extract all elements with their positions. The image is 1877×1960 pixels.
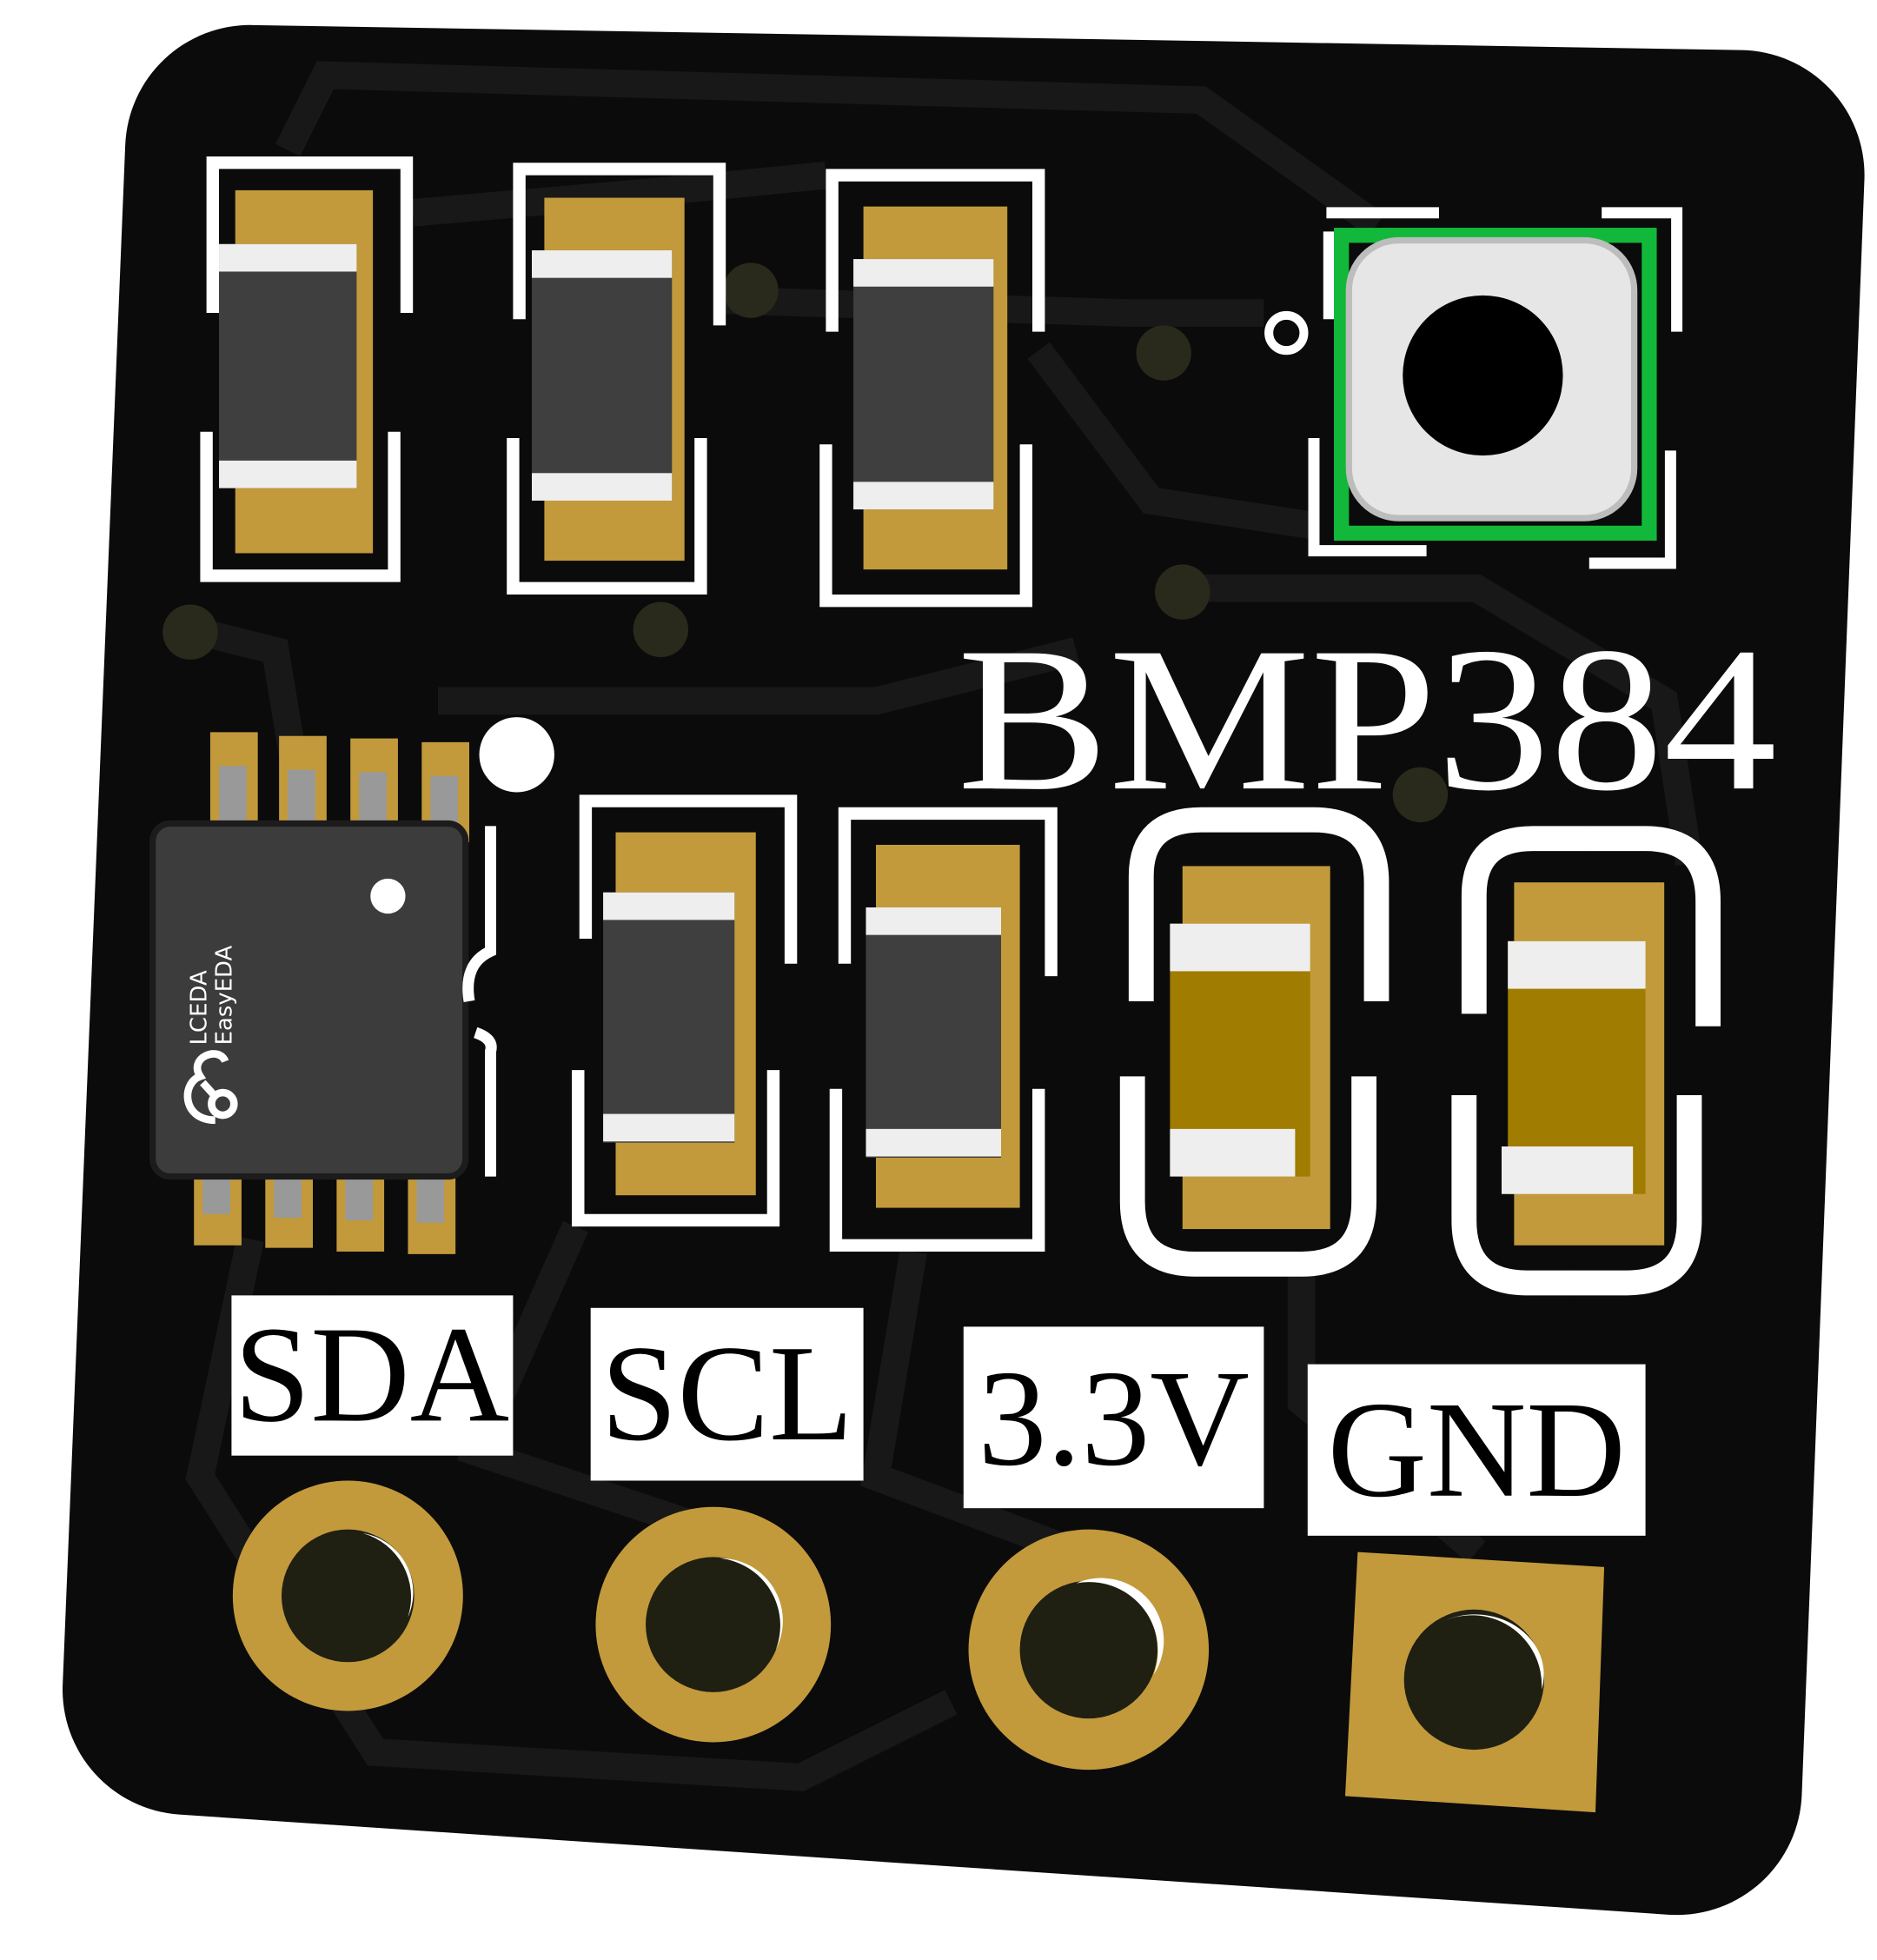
- resistor-r4: [572, 794, 798, 1227]
- resistor-r2: [507, 163, 726, 595]
- pin-label-sda-text: SDA: [234, 1299, 509, 1451]
- pin1-marker: [479, 717, 554, 793]
- capacitor-c1: [1119, 807, 1390, 1277]
- vias: [162, 262, 1449, 823]
- pad-scl: [595, 1506, 832, 1743]
- ic-silkscreen-outline: [462, 826, 497, 1177]
- resistor-r3: [819, 169, 1045, 608]
- pin-label-scl-text: SCL: [600, 1318, 852, 1470]
- capacitor-c2: [1451, 826, 1721, 1296]
- sensor-port-hole: [1403, 295, 1563, 456]
- bmp384-sensor: [1308, 207, 1683, 569]
- pin-label-3v3: 3.3V: [963, 1326, 1264, 1509]
- pin-label-sda: SDA: [231, 1295, 514, 1456]
- pin-label-scl: SCL: [590, 1307, 864, 1481]
- easyeda-cloud-logo-icon: [183, 1050, 238, 1125]
- pad-sda: [232, 1480, 463, 1711]
- resistor-r5: [829, 807, 1058, 1252]
- pin-label-gnd: GND: [1307, 1364, 1646, 1536]
- pad-3v3: [968, 1529, 1210, 1771]
- ic-chip: LCEDA EasyEDA: [149, 732, 470, 1254]
- board-title: BMP384: [958, 605, 1777, 834]
- chip-logo-line-1: LCEDA: [187, 970, 213, 1045]
- pad-gnd: [1344, 1551, 1605, 1813]
- chip-logo-line-2: EasyEDA: [211, 945, 237, 1045]
- ic-pin1-dot: [370, 878, 406, 914]
- resistor-r1: [200, 156, 414, 582]
- pin-label-gnd-text: GND: [1328, 1374, 1626, 1526]
- pin-label-3v3-text: 3.3V: [978, 1343, 1249, 1495]
- sensor-pin1-marker: [1264, 310, 1309, 355]
